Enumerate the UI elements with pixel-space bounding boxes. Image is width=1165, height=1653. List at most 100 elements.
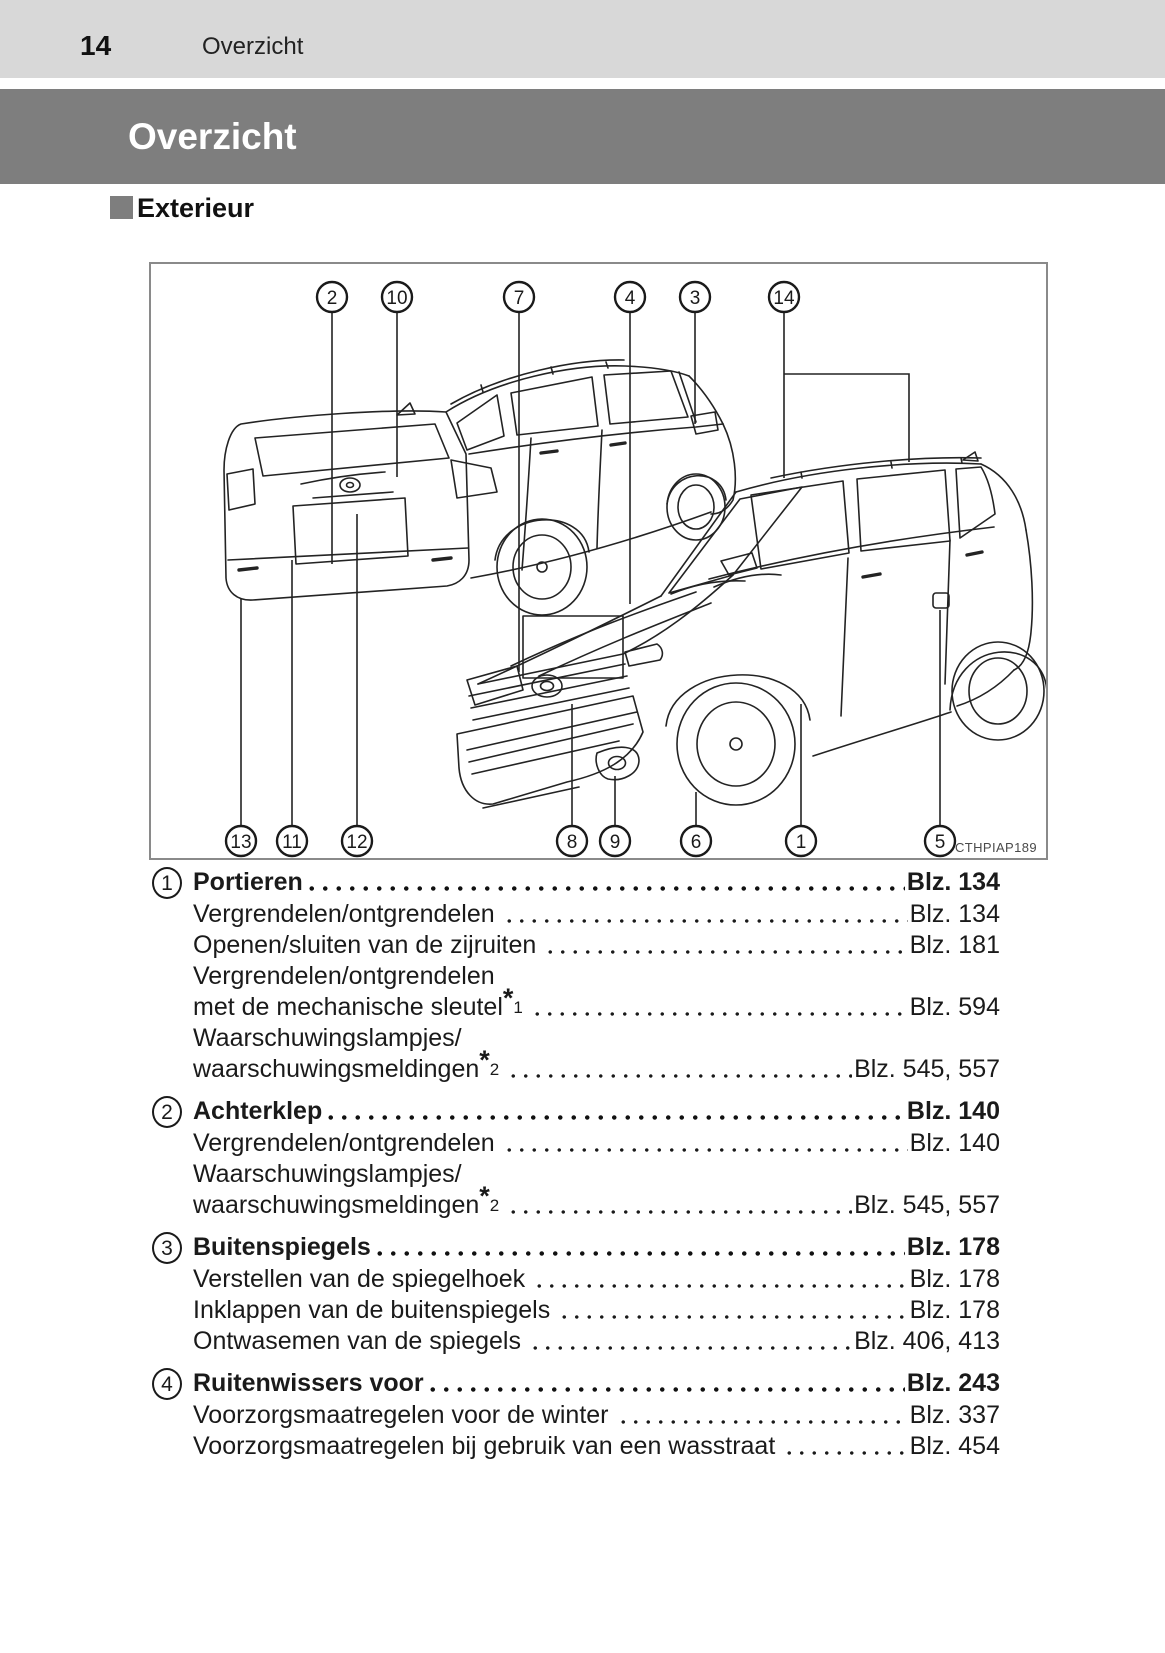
tail-light-right bbox=[450, 459, 498, 499]
running-chapter-title: Overzicht bbox=[202, 33, 304, 60]
beltline bbox=[468, 423, 724, 455]
item-number-badge: 3 bbox=[152, 1232, 182, 1264]
exterior-index-list: 1 Portieren Blz. 134 Vergrendelen/ontgre… bbox=[152, 866, 1000, 1462]
svg-text:5: 5 bbox=[935, 832, 946, 853]
wiper bbox=[713, 573, 782, 588]
toc-subitem: Voorzorgsmaatregelen voor de winter Blz.… bbox=[193, 1400, 1000, 1431]
callout-2: 2 bbox=[315, 280, 349, 564]
dot-leader bbox=[507, 1190, 853, 1221]
antenna-fin bbox=[396, 402, 416, 416]
dot-leader bbox=[558, 1295, 908, 1326]
beltline bbox=[708, 526, 995, 580]
rear-door-window bbox=[510, 376, 599, 436]
callout-11: 11 bbox=[275, 560, 309, 858]
callout-4: 4 bbox=[613, 280, 647, 604]
headlight-detail-box bbox=[522, 615, 624, 679]
page-ref: Blz. 140 bbox=[906, 1097, 1000, 1125]
callout-7: 7 bbox=[502, 280, 536, 672]
fog-light-pocket bbox=[595, 746, 640, 781]
page-ref: Blz. 545, 557 bbox=[854, 1191, 1000, 1219]
tail-light-left bbox=[226, 468, 256, 511]
upper-grille bbox=[468, 663, 630, 721]
page-ref: Blz. 178 bbox=[906, 1233, 1000, 1261]
page-number: 14 bbox=[80, 30, 112, 61]
lower-grille bbox=[456, 695, 644, 805]
page-ref: Blz. 243 bbox=[906, 1369, 1000, 1397]
windshield bbox=[668, 486, 803, 594]
toc-subitem: Voorzorgsmaatregelen bij gebruik van een… bbox=[193, 1431, 1000, 1462]
toc-subitem: Verstellen van de spiegelhoek Blz. 178 bbox=[193, 1264, 1000, 1295]
toc-item-title: Buitenspiegels bbox=[193, 1233, 371, 1261]
toc-subitem: Ontwasemen van de spiegels Blz. 406, 413 bbox=[193, 1326, 1000, 1357]
side-mirror bbox=[690, 411, 719, 435]
running-header: 14 Overzicht bbox=[0, 0, 1165, 78]
fog-light bbox=[607, 755, 627, 771]
hood-edge bbox=[477, 595, 662, 685]
toc-subitem-line2: met de mechanische sleutel*1 Blz. 594 bbox=[193, 983, 1000, 1023]
exterior-diagram-frame: 2 10 7 4 3 14 bbox=[149, 262, 1048, 860]
toc-subitem-line2: waarschuwingsmeldingen*2 Blz. 545, 557 bbox=[193, 1045, 1000, 1085]
quarter-window bbox=[456, 394, 505, 451]
dot-leader bbox=[425, 1367, 905, 1400]
toc-subitem-line2: waarschuwingsmeldingen*2 Blz. 545, 557 bbox=[193, 1181, 1000, 1221]
item-number-badge: 4 bbox=[152, 1368, 182, 1400]
page-ref: Blz. 134 bbox=[909, 900, 1000, 928]
section-square-bullet bbox=[110, 196, 133, 219]
svg-text:9: 9 bbox=[610, 832, 621, 853]
rear-wheel bbox=[496, 518, 588, 616]
footnote-marker: *2 bbox=[479, 1181, 500, 1215]
page-ref: Blz. 545, 557 bbox=[854, 1055, 1000, 1083]
dot-leader bbox=[533, 1264, 908, 1295]
rear-bumper bbox=[956, 669, 1015, 707]
footnote-marker: *2 bbox=[479, 1045, 500, 1079]
quarter-window bbox=[955, 466, 996, 539]
hood-front-edge bbox=[477, 653, 624, 685]
callout-9: 9 bbox=[598, 776, 632, 858]
callout-14: 14 bbox=[767, 280, 910, 478]
rear-emblem bbox=[339, 477, 361, 493]
page-ref: Blz. 594 bbox=[909, 993, 1000, 1021]
dot-leader bbox=[502, 899, 908, 930]
svg-text:4: 4 bbox=[625, 288, 636, 309]
license-plate-recess bbox=[292, 497, 409, 565]
rear-pillar bbox=[980, 463, 1027, 531]
footnote-marker: *1 bbox=[502, 983, 523, 1017]
door-seam bbox=[596, 429, 603, 549]
rear-reflector-right bbox=[431, 556, 453, 562]
section-heading: Exterieur bbox=[110, 193, 254, 224]
page-ref: Blz. 406, 413 bbox=[854, 1327, 1000, 1355]
dot-leader bbox=[304, 866, 905, 899]
item-number-badge: 2 bbox=[152, 1096, 182, 1128]
callout-10: 10 bbox=[380, 280, 414, 477]
toc-subitem: Vergrendelen/ontgrendelen Blz. 134 bbox=[193, 899, 1000, 930]
page-ref: Blz. 134 bbox=[906, 868, 1000, 896]
grille-slats bbox=[466, 711, 638, 775]
wheel-arch bbox=[666, 474, 727, 505]
callout-3: 3 bbox=[678, 280, 712, 424]
roofline bbox=[735, 462, 982, 493]
door-handle bbox=[609, 441, 627, 447]
dot-leader bbox=[783, 1431, 908, 1462]
roof-rail bbox=[770, 456, 982, 479]
rear-car-drawing bbox=[223, 359, 737, 616]
door-handle bbox=[539, 449, 559, 455]
dot-leader bbox=[528, 1326, 853, 1357]
front-wheel bbox=[676, 682, 796, 806]
svg-text:10: 10 bbox=[386, 288, 407, 309]
svg-text:12: 12 bbox=[346, 832, 367, 853]
toc-item-title: Achterklep bbox=[193, 1097, 323, 1125]
svg-text:6: 6 bbox=[691, 832, 702, 853]
svg-text:7: 7 bbox=[514, 288, 525, 309]
chapter-title: Overzicht bbox=[128, 116, 297, 157]
item-number-badge: 1 bbox=[152, 867, 182, 899]
sill-line bbox=[470, 511, 712, 579]
toc-item-title: Ruitenwissers voor bbox=[193, 1369, 424, 1397]
rear-bumper-crease bbox=[227, 547, 469, 561]
front-car-drawing bbox=[456, 451, 1046, 809]
exterior-diagram: 2 10 7 4 3 14 bbox=[223, 280, 1046, 858]
svg-text:3: 3 bbox=[690, 288, 701, 309]
a-pillar bbox=[660, 491, 737, 597]
toc-item-title: Portieren bbox=[193, 868, 303, 896]
front-emblem bbox=[531, 674, 563, 698]
front-door-window bbox=[603, 370, 689, 425]
